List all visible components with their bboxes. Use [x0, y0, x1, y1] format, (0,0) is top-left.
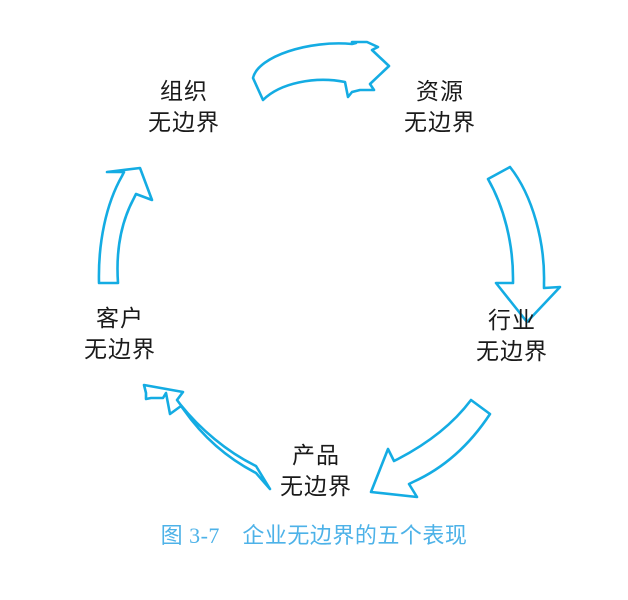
arrow-industry-to-product	[369, 398, 492, 499]
node-label-customer-line2: 无边界	[84, 337, 156, 362]
node-label-resource: 资源 无边界	[372, 76, 508, 138]
arrow-organization-to-resource	[251, 40, 391, 102]
node-label-organization-line2: 无边界	[148, 110, 220, 135]
node-label-product-line2: 无边界	[280, 474, 352, 499]
node-label-organization: 组织 无边界	[116, 76, 252, 138]
figure-caption: 图 3-7 企业无边界的五个表现	[160, 523, 468, 548]
arrow-customer-to-organization	[97, 166, 154, 285]
node-label-product-line1: 产品	[292, 443, 340, 468]
node-label-resource-line1: 资源	[416, 79, 464, 104]
node-label-industry-line2: 无边界	[476, 339, 548, 364]
node-label-industry: 行业 无边界	[444, 305, 580, 367]
node-label-product: 产品 无边界	[248, 440, 384, 502]
arrow-product-to-customer	[142, 383, 272, 491]
node-label-customer-line1: 客户	[96, 306, 144, 331]
arrow-resource-to-industry	[486, 165, 562, 324]
node-label-industry-line1: 行业	[488, 308, 536, 333]
node-label-organization-line1: 组织	[160, 79, 208, 104]
node-label-customer: 客户 无边界	[52, 303, 188, 365]
node-label-resource-line2: 无边界	[404, 110, 476, 135]
